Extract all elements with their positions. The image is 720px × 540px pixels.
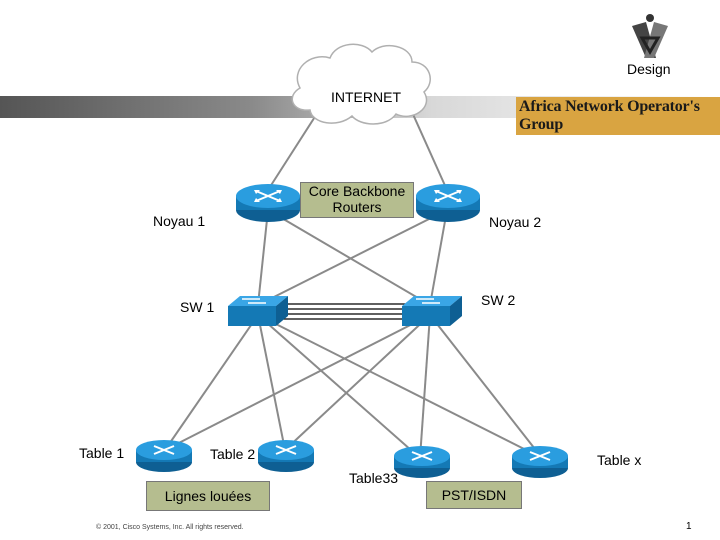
noyau-1-label: Noyau 1 [153,213,206,229]
core-router-1-icon [236,184,300,222]
internet-cloud-icon [291,43,431,125]
table-1-label: Table 1 [79,445,125,461]
core-router-2-icon [416,184,480,222]
switch-1-icon [228,296,288,326]
table-2-label: Table 2 [210,446,256,462]
leased-lines-box: Lignes louées [146,481,270,511]
compass-square-icon [632,14,668,58]
sw-2-label: SW 2 [481,292,516,308]
core-backbone-caption: Core Backbone Routers [300,182,414,218]
internet-label: INTERNET [331,89,401,105]
table-2-router-icon [258,440,314,472]
design-label: Design [627,61,671,77]
copyright-footer: © 2001, Cisco Systems, Inc. All rights r… [96,524,244,531]
sw-1-label: SW 1 [180,299,215,315]
table-3-router-icon [394,446,450,478]
page-number: 1 [686,521,692,532]
table-x-router-icon [512,446,568,478]
table-x-label: Table x [597,452,642,468]
table-1-router-icon [136,440,192,472]
noyau-2-label: Noyau 2 [489,214,542,230]
brand-logo: Africa Network Operator's Group [516,97,720,135]
pst-isdn-box: PST/ISDN [426,481,522,509]
table-3-label: Table33 [349,470,399,486]
switch-2-icon [402,296,462,326]
